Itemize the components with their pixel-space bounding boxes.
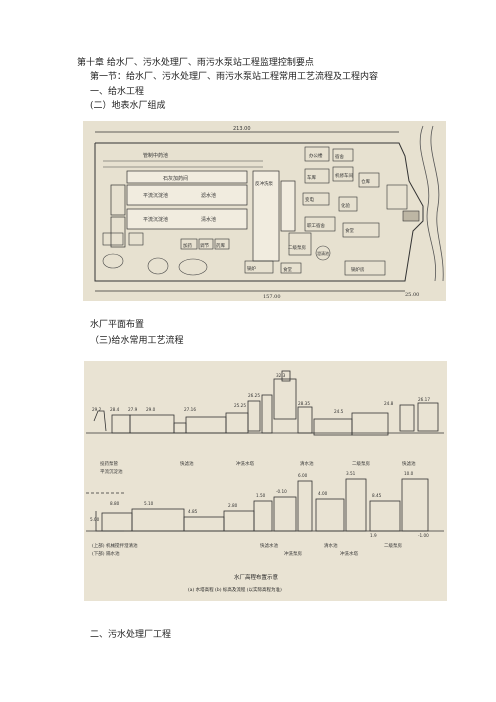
bottom-elev-7: 6.00	[298, 473, 308, 478]
process-flow-figure: 29.2 28.4 27.9 29.0 27.16 25.25 26.25 32…	[84, 361, 447, 601]
flow-caption-main: 水厂高程布置示意	[234, 573, 279, 581]
flow-label-top-3: 快滤池	[180, 460, 194, 467]
heading-surface-water-plant: (二）地表水厂组成	[90, 101, 166, 111]
plan-label-e: 平流沉淀池	[143, 216, 168, 223]
top-elev-2: 28.4	[110, 407, 120, 412]
heading-process-flow: （三)给水常用工艺流程	[90, 336, 184, 346]
bottom-elev-13: -1.00	[418, 533, 429, 538]
bottom-elev-1: 8.80	[110, 501, 120, 506]
flow-caption-sub: (a) 水塔高程 (b) 标高及流程 (以实际高程为准)	[188, 586, 282, 593]
flow-label-top-2: 平流沉淀池	[100, 468, 123, 475]
plan-label-o: 化验	[341, 202, 350, 209]
flow-label-bottom-3: 快滤水池	[260, 542, 278, 549]
plan-label-l: 机修车间	[335, 172, 353, 179]
flow-label-top-1: 投药泵管	[100, 460, 118, 467]
plan-label-b: 石灰加药间	[163, 175, 188, 182]
flow-label-bottom-1: (上部) 机械搅拌澄清池	[92, 542, 138, 549]
caption-plant-layout: 水厂平面布置	[90, 320, 145, 330]
top-elev-1: 29.2	[92, 407, 102, 412]
top-elev-8: 32.3	[276, 373, 286, 378]
plan-label-f: 清水池	[201, 216, 216, 223]
flow-label-bottom-5: 二级泵房	[384, 542, 402, 549]
plan-label-v: 澄清池	[317, 250, 329, 256]
bottom-elev-2: 5.10	[144, 501, 154, 506]
bottom-elev-5: 1.50	[256, 493, 266, 498]
plan-bottom-dimension: 157.00	[263, 294, 281, 300]
bottom-elev-12: 5.00	[90, 517, 100, 522]
plan-label-m: 仓库	[361, 178, 370, 185]
plan-label-n: 变电	[305, 196, 314, 203]
plan-label-w: 食堂	[283, 266, 292, 273]
flow-label-bottom-2: (下部) 隔水池	[92, 550, 120, 557]
top-elev-7: 26.25	[248, 393, 260, 398]
bottom-elev-8: 4.00	[318, 491, 328, 496]
plan-label-g: 反冲洗泵	[255, 180, 273, 187]
bottom-elev-14: 1.9	[370, 533, 377, 538]
plant-layout-figure: 213.00 管制中药池 石灰加药间 平流沉淀池 滤水池 平流沉淀池 清水池 加…	[83, 121, 446, 301]
flow-label-top-4: 冲洗水塔	[236, 460, 254, 467]
heading-wastewater-plant: 二、污水处理厂工程	[90, 630, 172, 640]
plan-label-t: 职工宿舍	[307, 222, 325, 229]
plan-label-q: 调节	[200, 242, 209, 249]
plan-label-a: 管制中药池	[143, 152, 168, 159]
flow-label-top-7: 快滤池	[402, 460, 416, 467]
plan-label-d: 滤水池	[201, 192, 216, 199]
plan-label-j: 宿舍	[335, 153, 344, 160]
top-elev-4: 29.0	[146, 407, 156, 412]
plan-label-k: 车库	[307, 174, 316, 181]
plan-label-u: 食堂	[345, 227, 354, 234]
plan-top-dimension: 213.00	[233, 126, 251, 132]
plan-label-r: 药库	[216, 242, 225, 249]
chapter-title: 第十章 给水厂、污水处理厂、雨污水泵站工程监理控制要点	[77, 58, 314, 68]
flow-label-bottom-6: 冲洗泵房	[284, 550, 302, 557]
flow-label-bottom-4: 清水池	[324, 542, 338, 549]
top-elev-11: 24.8	[384, 401, 394, 406]
flow-label-top-6: 二级泵房	[352, 460, 370, 467]
bottom-elev-11: 10.0	[404, 471, 414, 476]
plan-right-dimension: 25.00	[405, 292, 419, 298]
top-elev-9: 28.35	[298, 401, 310, 406]
bottom-elev-10: 8.45	[372, 493, 382, 498]
plan-label-c: 平流沉淀池	[143, 192, 168, 199]
top-elev-10: 24.5	[334, 409, 344, 414]
bottom-elev-4: 2.80	[228, 503, 238, 508]
bottom-elev-3: 4.85	[188, 509, 198, 514]
plan-label-p: 加药	[183, 242, 192, 249]
plan-label-s: 锅炉	[247, 265, 256, 272]
section-title: 第一节：给水厂、污水处理厂、雨污水泵站工程常用工艺流程及工程内容	[90, 72, 379, 82]
bottom-elev-9: 3.51	[346, 471, 356, 476]
top-elev-12: 26.17	[418, 397, 430, 402]
flow-label-bottom-7: 冲洗水塔	[340, 550, 358, 557]
top-elev-3: 27.9	[128, 407, 138, 412]
plan-label-h: 二级泵房	[288, 244, 306, 251]
heading-water-supply: 一、给水工程	[90, 87, 145, 97]
top-elev-5: 27.16	[184, 407, 196, 412]
plan-label-x: 锅炉房	[351, 266, 365, 273]
plan-label-i: 办公楼	[309, 152, 323, 159]
bottom-elev-6: -0.10	[276, 489, 287, 494]
flow-label-top-5: 清水池	[300, 460, 314, 467]
top-elev-6: 25.25	[234, 403, 246, 408]
